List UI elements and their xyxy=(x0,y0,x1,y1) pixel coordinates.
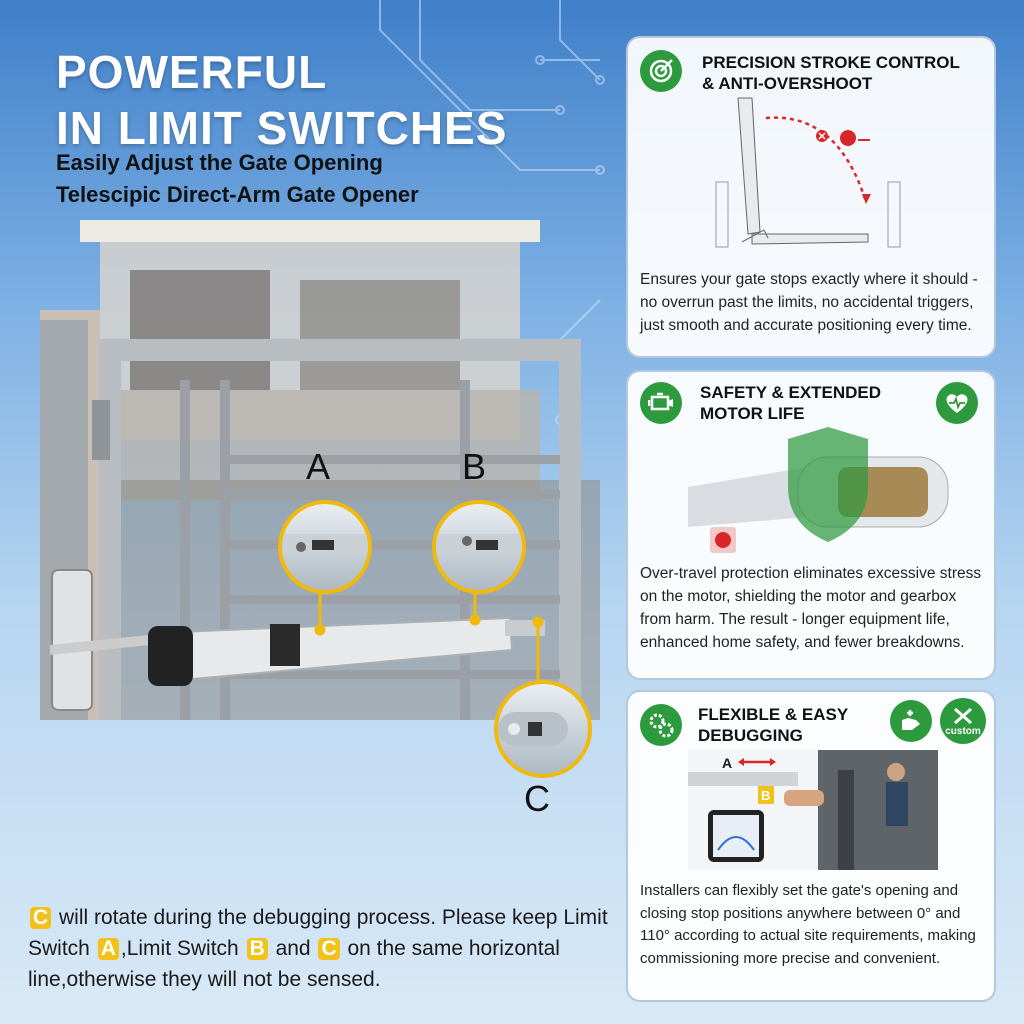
svg-text:B: B xyxy=(761,788,770,803)
label-c: C xyxy=(524,778,550,819)
precision-panel: PRECISION STROKE CONTROL & ANTI-OVERSHOO… xyxy=(626,36,996,358)
headline: POWERFUL IN LIMIT SWITCHES xyxy=(56,44,507,156)
custom-label: custom xyxy=(945,725,981,737)
heart-pulse-icon xyxy=(936,382,978,424)
safety-panel: SAFETY & EXTENDED MOTOR LIFE Over-travel… xyxy=(626,370,996,680)
hand-adjust-icon xyxy=(890,700,932,742)
label-b: B xyxy=(462,446,487,487)
safety-description: Over-travel protection eliminates excess… xyxy=(640,565,982,651)
debug-instructions: C will rotate during the debugging proce… xyxy=(28,902,618,995)
headline-line2: IN LIMIT SWITCHES xyxy=(56,102,508,154)
instruction-text-2: ,Limit Switch xyxy=(120,937,245,960)
switch-b-badge: B xyxy=(246,938,268,960)
instruction-text-3: and xyxy=(269,937,317,960)
precision-title: PRECISION STROKE CONTROL & ANTI-OVERSHOO… xyxy=(702,53,960,93)
instruction-text-4: on the same horizontal line,otherwise th… xyxy=(28,937,560,991)
limit-switch-a-zoom xyxy=(278,500,372,594)
subheadline-1: Easily Adjust the Gate Opening xyxy=(56,150,383,175)
debugging-illustration: A B xyxy=(688,750,938,870)
debugging-description: Installers can flexibly set the gate's o… xyxy=(640,882,976,967)
target-icon xyxy=(640,50,682,92)
tools-icon: custom xyxy=(940,698,986,744)
house-gate-illustration xyxy=(40,220,600,720)
debugging-panel: FLEXIBLE & EASY DEBUGGING custom A B Ins… xyxy=(626,690,996,1002)
gears-icon xyxy=(640,704,682,746)
precision-description: Ensures your gate stops exactly where it… xyxy=(640,271,978,334)
subheadline-2: Telescipic Direct-Arm Gate Opener xyxy=(56,182,419,207)
debugging-title: FLEXIBLE & EASY DEBUGGING xyxy=(698,705,849,745)
stroke-diagram xyxy=(715,97,901,248)
switch-c-badge-2: C xyxy=(318,938,340,960)
instruction-text-1: will rotate during the debugging process… xyxy=(28,906,608,960)
label-a: A xyxy=(306,446,331,487)
motor-shield-illustration xyxy=(688,427,949,553)
headline-line1: POWERFUL xyxy=(56,46,328,98)
switch-a-badge: A xyxy=(97,938,119,960)
switch-c-badge: C xyxy=(30,907,52,929)
svg-text:A: A xyxy=(722,755,732,771)
safety-title: SAFETY & EXTENDED MOTOR LIFE xyxy=(700,383,882,423)
limit-switch-b-zoom xyxy=(432,500,526,594)
limit-switch-c-zoom xyxy=(494,680,592,778)
engine-icon xyxy=(640,382,682,424)
